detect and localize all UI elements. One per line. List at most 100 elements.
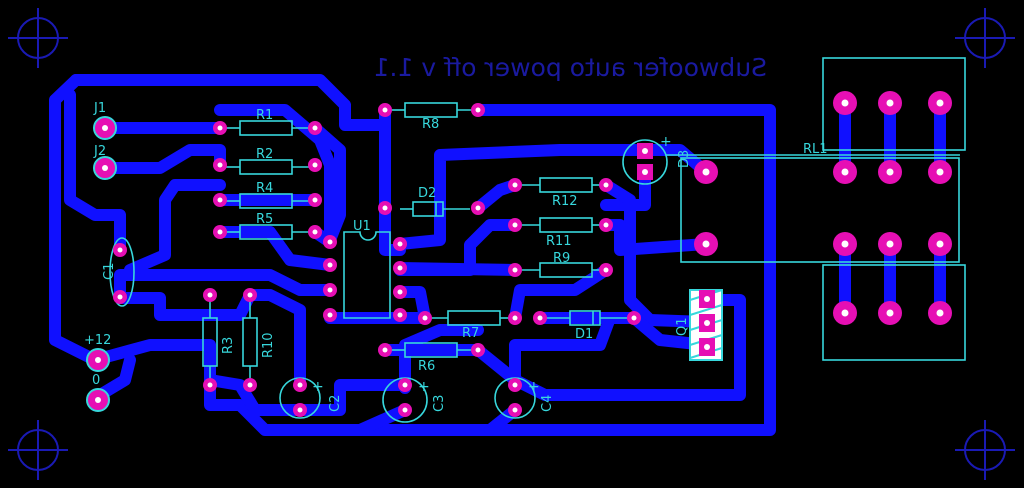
pad [694,160,718,184]
pads [113,91,952,417]
pad [928,91,952,115]
label-r8: R8 [422,117,439,132]
pad [533,311,547,325]
label-r4: R4 [256,181,273,196]
rl1-top-outline [822,57,966,151]
pad [928,232,952,256]
label-u1: U1 [353,219,371,234]
label-r5: R5 [256,212,273,227]
pad [599,263,613,277]
label-c4: C4 [540,395,555,412]
pad [323,308,337,322]
pad [878,301,902,325]
pad [398,403,412,417]
svg-text:+: + [418,379,430,395]
label-c2: C2 [328,395,343,412]
trace [114,269,336,301]
connector-pads [86,116,117,412]
trace [394,262,521,276]
plus12-pad [86,348,110,372]
board-title-group: Subwoofer auto power off v 1.1 [374,53,767,82]
pad [471,201,485,215]
pad [833,160,857,184]
pad [213,193,227,207]
trace [472,344,521,386]
trace [354,404,411,436]
label-c1: C1 [102,263,117,280]
pad [599,178,613,192]
pad [508,403,522,417]
label-j2: J2 [93,144,106,159]
trace [99,144,226,174]
trace [509,312,616,386]
label-d3: D3 [677,150,692,168]
svg-text:+: + [312,379,324,395]
pad [113,290,127,304]
trace [214,226,336,271]
pad [213,121,227,135]
pad [378,201,392,215]
label-r1: R1 [256,108,273,123]
pad [878,91,902,115]
trace [309,122,346,246]
pad [213,158,227,172]
pad [308,121,322,135]
pad [243,288,257,302]
label-r11: R11 [546,234,572,249]
pad [378,103,392,117]
pad [878,160,902,184]
trace [509,264,612,324]
pad [471,343,485,357]
pad [833,301,857,325]
pad [308,158,322,172]
pad [393,237,407,251]
pad [928,160,952,184]
q1-transistor [689,289,723,361]
pad [293,378,307,392]
j2-pad [93,156,117,180]
j1-pad [93,116,117,140]
pad [398,378,412,392]
label-r2: R2 [256,147,273,162]
trace [124,179,226,276]
pad [323,283,337,297]
pad [213,225,227,239]
rl1-outline [680,157,960,263]
crosshair-bottom-right-icon [955,420,1015,480]
pad [203,288,217,302]
crosshair-top-left-icon [8,8,68,68]
pad [323,235,337,249]
label-j1: J1 [93,101,106,116]
label-q1: Q1 [675,317,690,336]
pad [308,225,322,239]
pad [471,103,485,117]
pad [293,403,307,417]
svg-text:+: + [660,134,672,150]
pad [833,232,857,256]
label-r10: R10 [261,332,276,358]
board-title: Subwoofer auto power off v 1.1 [374,53,767,82]
label-r9: R9 [553,251,570,266]
registration-marks [8,8,1015,480]
pad [378,343,392,357]
rl1-bottom-outline [822,264,966,361]
label-d1: D1 [575,327,593,342]
trace [600,179,712,328]
pad [878,232,902,256]
silkscreen [109,57,966,423]
trace [64,89,126,256]
pad [508,311,522,325]
trace [49,74,101,366]
pad [694,232,718,256]
pad [203,378,217,392]
pad [393,261,407,275]
pad [833,91,857,115]
pad [928,301,952,325]
pad [599,218,613,232]
u1-outline [343,231,391,319]
label-plus12: +12 [84,333,111,348]
d3-outline [622,139,668,185]
pad [323,258,337,272]
trace [394,144,651,250]
